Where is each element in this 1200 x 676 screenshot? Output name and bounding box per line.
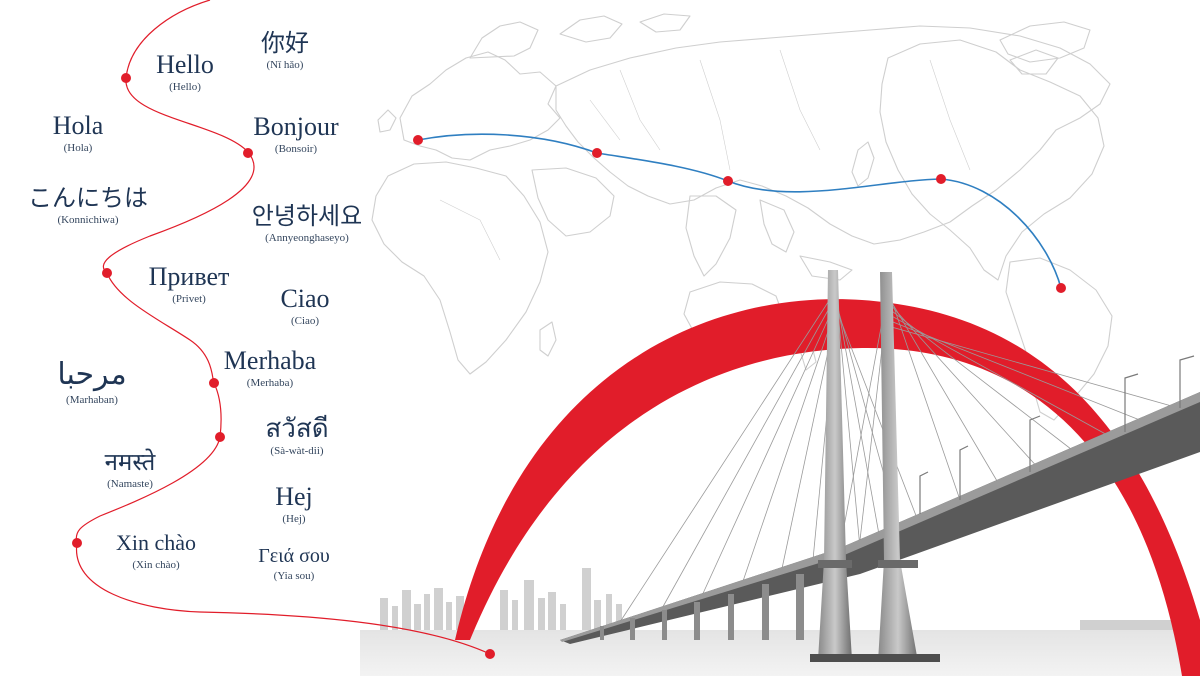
greeting-privet: Привет (Privet) [149, 262, 230, 306]
greeting-word: Hello [156, 50, 214, 79]
city-skyline [380, 568, 1200, 632]
greeting-word: Привет [148, 262, 230, 291]
greeting-translit: (Nǐ hǎo) [266, 59, 304, 71]
greeting-path [72, 0, 495, 659]
greeting-translit: (Konnichiwa) [57, 214, 119, 226]
greeting-word: Hej [275, 482, 313, 511]
water [360, 630, 1200, 676]
greeting-word: 你好 [261, 29, 309, 57]
greeting-translit: (Marhaban) [66, 394, 118, 406]
greeting-hola: Hola (Hola) [53, 111, 104, 155]
path-node [121, 73, 131, 83]
greeting-translit: (Hola) [63, 142, 93, 154]
greeting-translit: (Annyeonghaseyo) [265, 232, 349, 244]
greeting-word: Hola [52, 111, 104, 140]
greeting-annyeong: 안녕하세요 (Annyeonghaseyo) [252, 201, 362, 245]
bridge [560, 270, 1200, 662]
greeting-ciao: Ciao (Ciao) [280, 284, 329, 328]
path-node [485, 649, 495, 659]
greeting-word: Γειά σου [258, 545, 330, 567]
greeting-word: Merhaba [223, 346, 317, 375]
path-node [215, 432, 225, 442]
blue-route [413, 133, 1066, 293]
greeting-translit: (Privet) [172, 293, 206, 305]
greeting-translit: (Hello) [169, 81, 201, 93]
greeting-word: Bonjour [253, 112, 339, 141]
greeting-yia-sou: Γειά σου (Yia sou) [258, 543, 330, 583]
greeting-translit: (Sà-wàt-dii) [270, 445, 324, 457]
route-point [723, 176, 733, 186]
greeting-word: 안녕하세요 [251, 202, 363, 230]
greeting-hello: Hello (Hello) [156, 50, 214, 94]
greeting-word: Ciao [280, 284, 330, 313]
route-point [936, 174, 946, 184]
greeting-bonjour: Bonjour (Bonsoir) [253, 112, 338, 156]
greeting-hej: Hej (Hej) [275, 482, 313, 526]
greeting-translit: (Bonsoir) [274, 143, 318, 155]
greeting-marhaban: مرحبا (Marhaban) [57, 357, 126, 407]
greeting-namaste: नमस्ते (Namaste) [105, 447, 156, 491]
greeting-word: مرحبا [57, 357, 127, 392]
greeting-translit: (Merhaba) [246, 377, 294, 389]
greeting-xin-chao: Xin chào (Xin chào) [116, 528, 196, 572]
path-node [102, 268, 112, 278]
greeting-word: Xin chào [115, 530, 197, 555]
greeting-word: สวัสดี [265, 414, 329, 444]
greeting-sawatdee: สวัสดี (Sà-wàt-dii) [265, 414, 328, 458]
greeting-translit: (Namaste) [107, 478, 153, 490]
greeting-merhaba: Merhaba (Merhaba) [224, 346, 316, 390]
greeting-konnichiwa: こんにちは (Konnichiwa) [28, 183, 148, 227]
route-point [1056, 283, 1066, 293]
red-arc [455, 299, 1200, 676]
greeting-translit: (Ciao) [290, 315, 320, 327]
greeting-word: नमस्ते [104, 448, 156, 476]
greeting-translit: (Xin chào) [132, 559, 180, 571]
path-node [209, 378, 219, 388]
route-point [592, 148, 602, 158]
path-node [243, 148, 253, 158]
greeting-word: こんにちは [28, 184, 148, 212]
greeting-ni-hao: 你好 (Nǐ hǎo) [261, 28, 309, 72]
greeting-translit: (Yia sou) [273, 570, 315, 582]
route-point [413, 135, 423, 145]
greeting-translit: (Hej) [282, 513, 306, 525]
path-node [72, 538, 82, 548]
